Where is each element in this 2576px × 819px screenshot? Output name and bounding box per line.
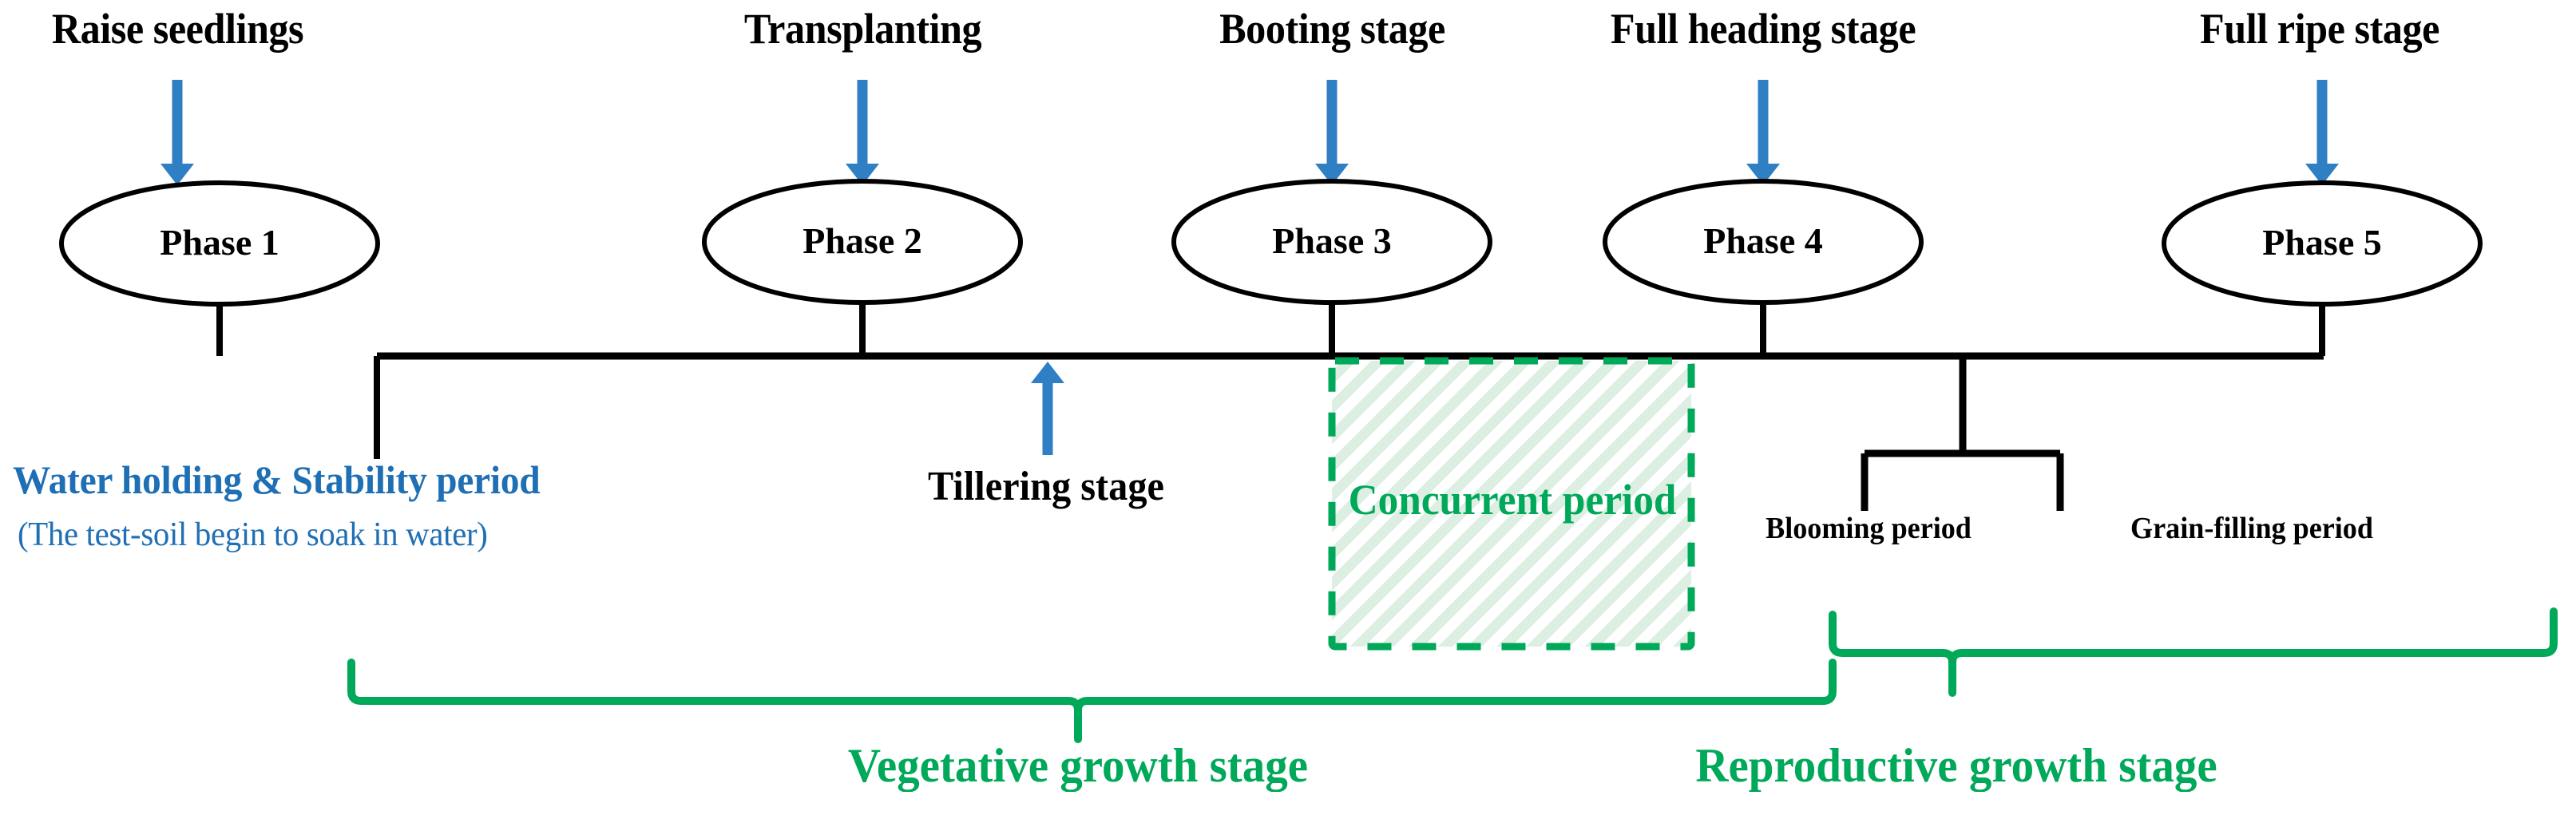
phase-label-2: Phase 2 [803,220,922,261]
water-holding-title: Water holding & Stability period [13,457,541,502]
phase-label-4: Phase 4 [1703,220,1823,261]
down-arrow-heads [161,164,2339,185]
concurrent-period-label: Concurrent period [1348,476,1677,524]
brace-icon-vegetative [347,659,1837,743]
phase-label-3: Phase 3 [1272,220,1392,261]
phase-label-5: Phase 5 [2262,222,2382,263]
phase-label-1: Phase 1 [160,222,279,263]
water-holding-subtitle: (The test-soil begin to soak in water) [18,516,488,553]
down-arrow-icon-group [172,80,2328,166]
reproductive-growth-stage-label: Reproductive growth stage [1695,739,2217,792]
top-label-full-heading-stage: Full heading stage [1610,5,1916,53]
grain-filling-period-label: Grain-filling period [2130,512,2373,545]
tillering-stage-label: Tillering stage [928,464,1164,509]
hatched-region-icon-concurrent [1328,357,1695,651]
top-label-transplanting: Transplanting [743,5,982,53]
phase-stem-group [216,303,2325,356]
blooming-period-label: Blooming period [1766,512,1972,545]
vegetative-growth-stage-label: Vegetative growth stage [847,739,1309,792]
top-label-booting-stage: Booting stage [1219,5,1445,53]
top-label-full-ripe-stage: Full ripe stage [2200,5,2439,53]
top-label-raise-seedlings: Raise seedlings [51,5,304,53]
blooming-grain-bracket [1861,356,2064,511]
up-arrow-icon-tillering [1031,362,1064,455]
brace-icon-reproductive [1829,607,2558,697]
